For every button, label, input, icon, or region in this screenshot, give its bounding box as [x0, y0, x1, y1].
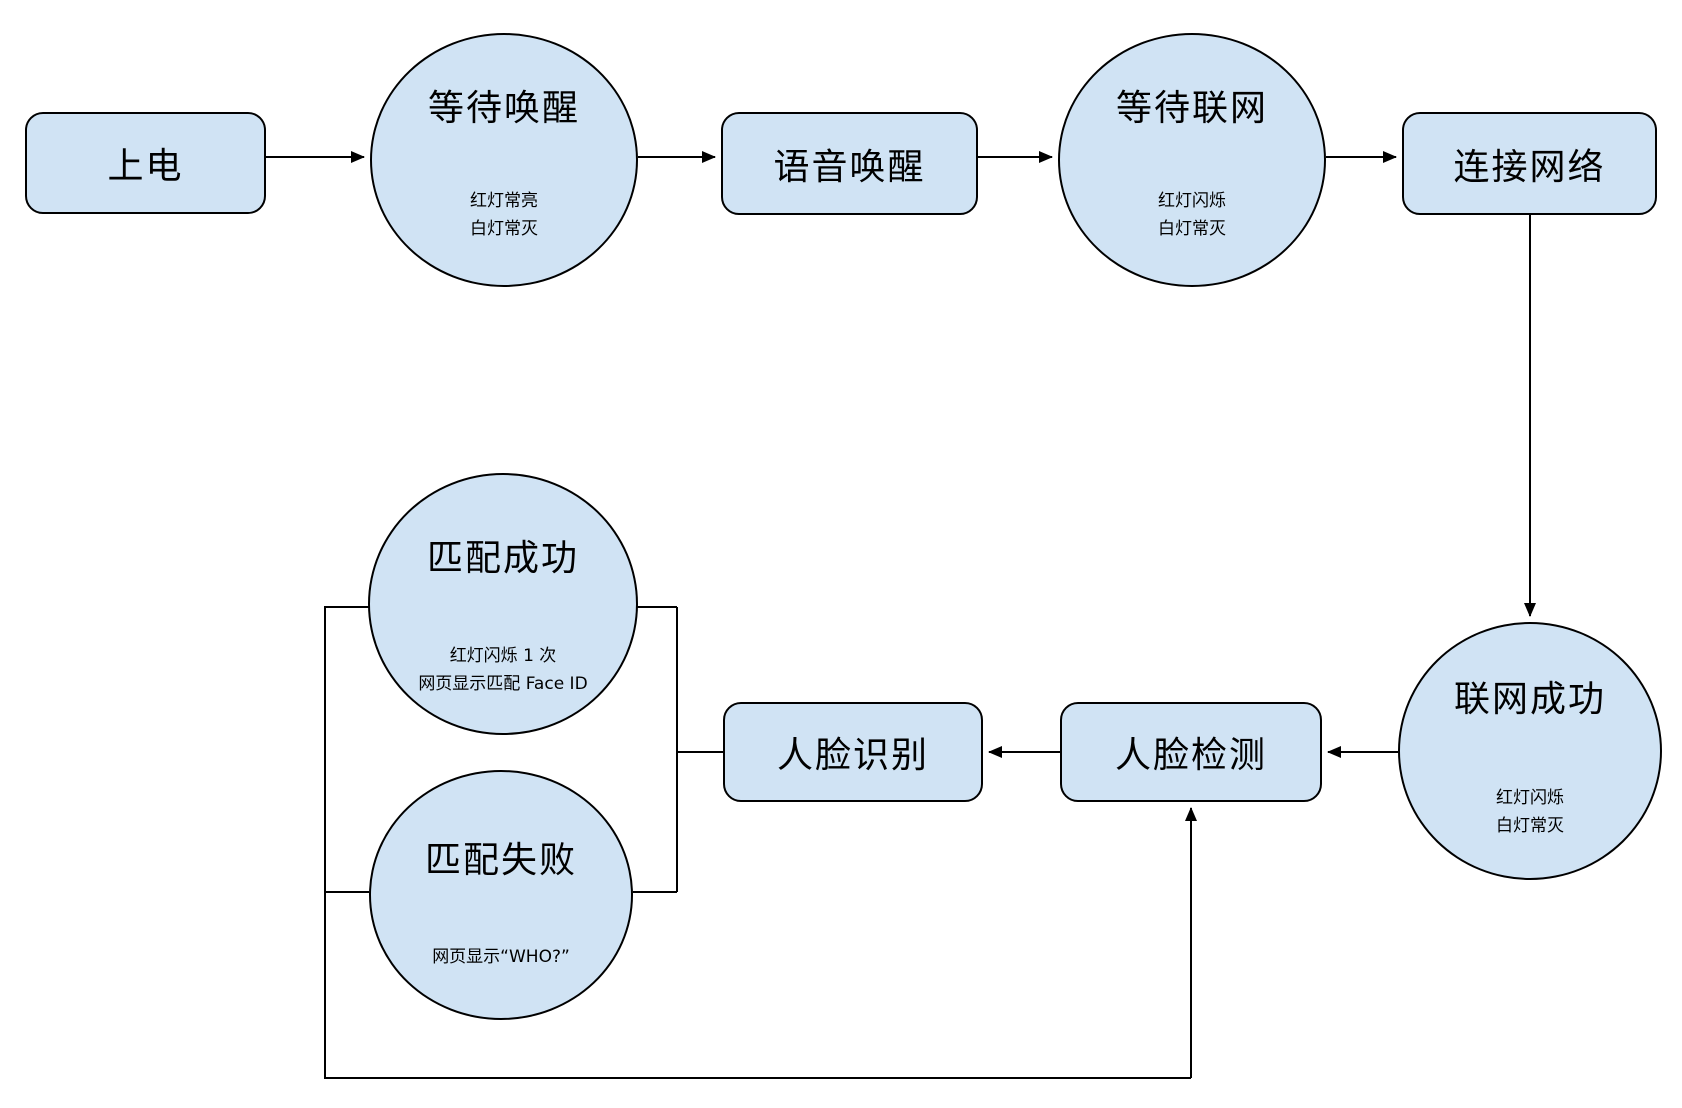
node-match-success-status: 红灯闪烁 1 次 网页显示匹配 Face ID — [370, 642, 636, 698]
node-network-success-status: 红灯闪烁 白灯常灭 — [1400, 784, 1660, 840]
node-match-fail-status: 网页显示“WHO?” — [371, 943, 631, 971]
status-line: 白灯常灭 — [470, 219, 538, 239]
node-power-on-label: 上电 — [107, 146, 184, 187]
node-match-success: 匹配成功 红灯闪烁 1 次 网页显示匹配 Face ID — [368, 473, 638, 735]
node-match-success-title: 匹配成功 — [426, 538, 579, 579]
status-line: 网页显示匹配 Face ID — [418, 674, 588, 694]
node-wait-wake-status: 红灯常亮 白灯常灭 — [372, 187, 636, 243]
node-match-fail-title: 匹配失败 — [424, 840, 577, 881]
node-network-success-title: 联网成功 — [1453, 679, 1606, 720]
node-wait-network-title: 等待联网 — [1115, 88, 1268, 129]
node-connect-network-label: 连接网络 — [1453, 146, 1606, 188]
status-line: 红灯常亮 — [470, 191, 538, 211]
node-face-detect: 人脸检测 — [1060, 702, 1322, 802]
node-wait-network-status: 红灯闪烁 白灯常灭 — [1060, 187, 1324, 243]
node-network-success: 联网成功 红灯闪烁 白灯常灭 — [1398, 622, 1662, 880]
status-line: 白灯常灭 — [1496, 816, 1564, 836]
status-line: 网页显示“WHO?” — [432, 947, 570, 967]
status-line: 红灯闪烁 1 次 — [449, 646, 557, 666]
node-face-recognize: 人脸识别 — [723, 702, 983, 802]
node-face-detect-label: 人脸检测 — [1114, 735, 1267, 776]
status-line: 红灯闪烁 — [1496, 788, 1564, 808]
node-wait-wake-title: 等待唤醒 — [427, 88, 580, 129]
node-power-on: 上电 — [25, 112, 266, 214]
node-connect-network: 连接网络 — [1402, 112, 1657, 215]
node-match-fail: 匹配失败 网页显示“WHO?” — [369, 770, 633, 1020]
status-line: 白灯常灭 — [1158, 219, 1226, 239]
node-wait-network: 等待联网 红灯闪烁 白灯常灭 — [1058, 33, 1326, 287]
status-line: 红灯闪烁 — [1158, 191, 1226, 211]
node-face-recognize-label: 人脸识别 — [776, 735, 929, 776]
node-wait-wake: 等待唤醒 红灯常亮 白灯常灭 — [370, 33, 638, 287]
node-voice-wake: 语音唤醒 — [721, 112, 978, 215]
node-voice-wake-label: 语音唤醒 — [773, 146, 926, 188]
